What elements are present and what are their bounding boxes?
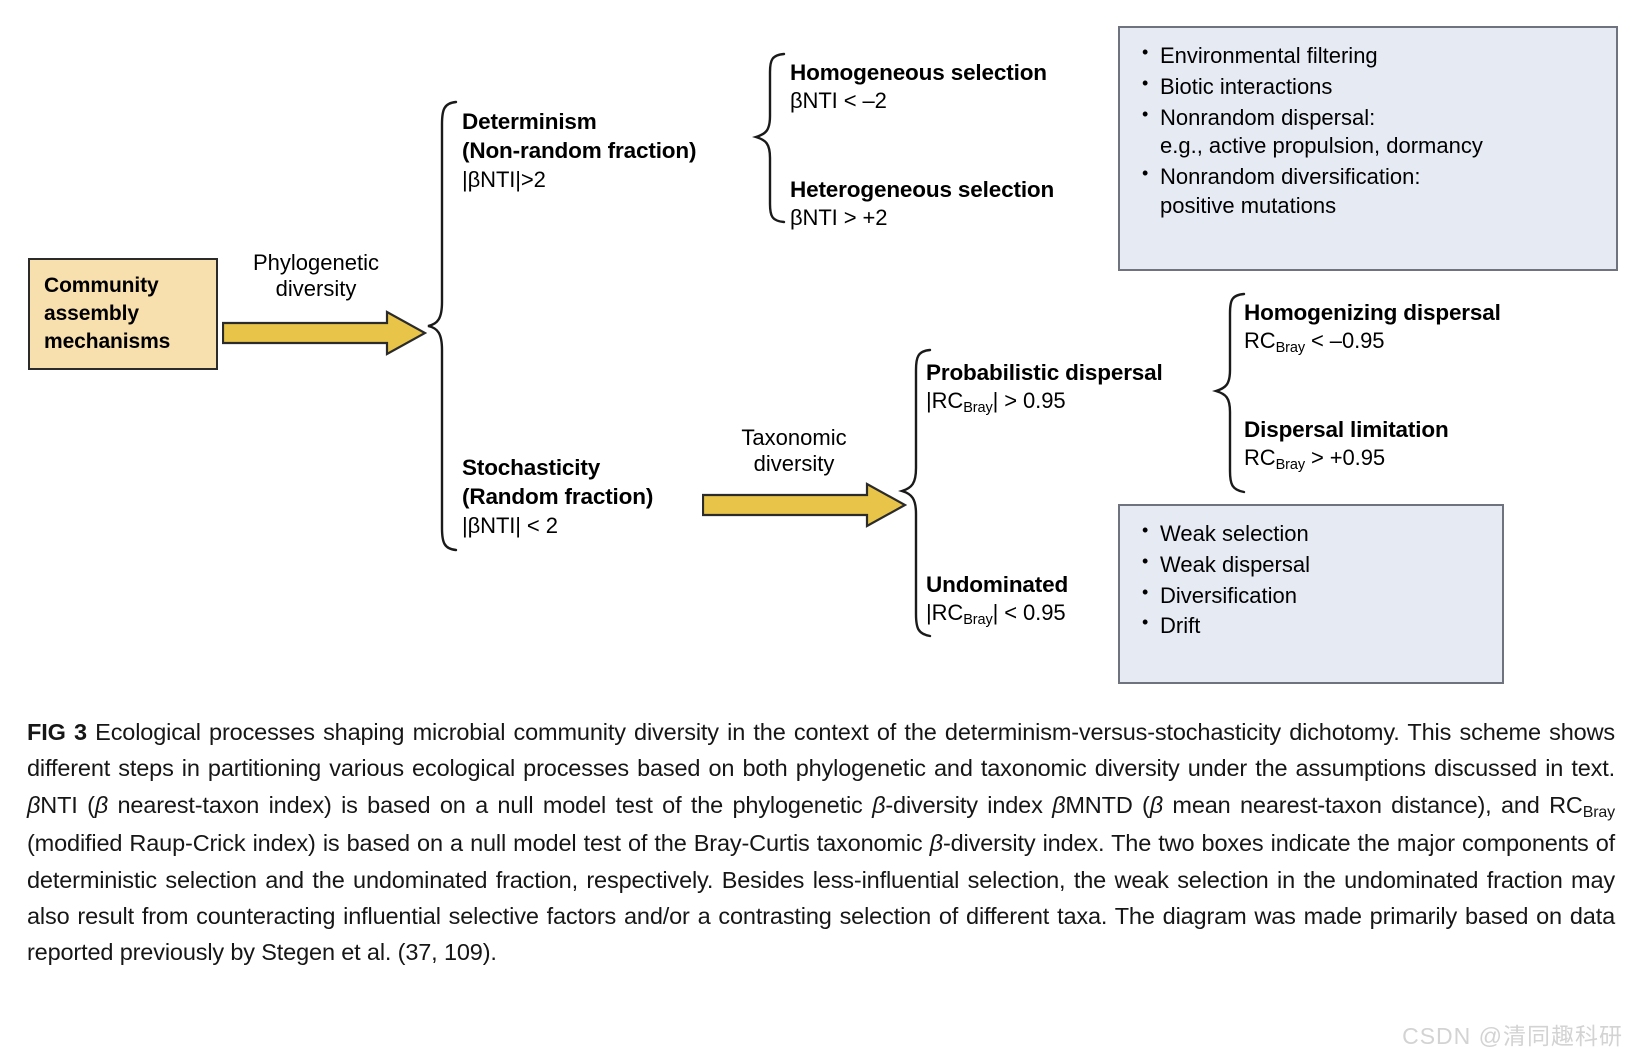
phylo-label-line-2: diversity bbox=[275, 275, 357, 301]
root-line-3: mechanisms bbox=[44, 329, 171, 353]
homogenizing-dispersal-title: Homogenizing dispersal bbox=[1244, 300, 1501, 325]
list-item: Drift bbox=[1138, 611, 1486, 641]
list-item-text: Weak selection bbox=[1160, 521, 1309, 546]
list-item: Environmental filtering bbox=[1138, 41, 1600, 71]
determinism-title-line-2: (Non-random fraction) bbox=[462, 138, 697, 164]
list-item-subtext: positive mutations bbox=[1160, 193, 1337, 219]
undominated-formula: |RCBray| < 0.95 bbox=[926, 599, 1068, 630]
determinism-split-brace bbox=[752, 52, 788, 224]
list-item-text: Environmental filtering bbox=[1160, 43, 1378, 68]
community-assembly-mechanisms-box: Community assembly mechanisms bbox=[28, 258, 218, 370]
list-item-text: Nonrandom dispersal: bbox=[1160, 104, 1376, 130]
phylo-label-line-1: Phylogenetic bbox=[253, 250, 379, 275]
list-item-text: Biotic interactions bbox=[1160, 73, 1333, 99]
hd-formula-pre: RC bbox=[1244, 328, 1276, 354]
list-item: Biotic interactions bbox=[1138, 72, 1600, 102]
list-item: Weak dispersal bbox=[1138, 550, 1486, 580]
taxonomic-diversity-label: Taxonomic diversity bbox=[706, 425, 882, 477]
determinism-formula: |βNTI|>2 bbox=[462, 166, 546, 192]
undominated-components-list: Weak selection Weak dispersal Diversific… bbox=[1138, 519, 1486, 641]
undominated-title: Undominated bbox=[926, 572, 1069, 597]
dl-formula-post: > +0.95 bbox=[1305, 445, 1385, 471]
pd-formula-pre: |RC bbox=[926, 388, 964, 414]
probabilistic-dispersal-formula: |RCBray| > 0.95 bbox=[926, 387, 1163, 418]
stochasticity-title: Stochasticity (Random fraction) bbox=[462, 453, 653, 512]
caption-body: Ecological processes shaping microbial c… bbox=[27, 719, 1616, 966]
taxonomic-diversity-arrow bbox=[702, 482, 907, 528]
taxo-label-line-1: Taxonomic bbox=[741, 425, 847, 450]
list-item-text: Drift bbox=[1160, 613, 1201, 639]
dispersal-limitation-formula: RCBray > +0.95 bbox=[1244, 444, 1449, 475]
probabilistic-dispersal-title: Probabilistic dispersal bbox=[926, 360, 1163, 385]
heterogeneous-selection-formula: βNTI > +2 bbox=[790, 205, 888, 231]
figure-label: FIG 3 bbox=[27, 719, 87, 745]
stochasticity-formula: |βNTI| < 2 bbox=[462, 512, 558, 538]
list-item: Diversification bbox=[1138, 581, 1486, 611]
homogeneous-selection-formula: βNTI < –2 bbox=[790, 88, 887, 114]
dl-formula-sub: Bray bbox=[1275, 457, 1306, 474]
heterogeneous-selection-node: Heterogeneous selection βNTI > +2 bbox=[790, 175, 1054, 233]
deterministic-components-list: Environmental filtering Biotic interacti… bbox=[1138, 41, 1600, 221]
un-formula-post: | < 0.95 bbox=[992, 600, 1066, 626]
root-box-label: Community assembly mechanisms bbox=[30, 272, 170, 355]
determinism-node: Determinism (Non-random fraction) |βNTI|… bbox=[462, 107, 696, 194]
homogeneous-selection-title: Homogeneous selection bbox=[790, 60, 1047, 85]
phylogenetic-diversity-label: Phylogenetic diversity bbox=[228, 250, 404, 302]
list-item-subtext: e.g., active propulsion, dormancy bbox=[1160, 133, 1483, 159]
main-split-brace bbox=[424, 100, 460, 552]
dl-formula-pre: RC bbox=[1244, 445, 1276, 471]
phylogenetic-diversity-arrow bbox=[222, 310, 427, 356]
homogeneous-selection-node: Homogeneous selection βNTI < –2 bbox=[790, 58, 1047, 116]
probabilistic-dispersal-node: Probabilistic dispersal |RCBray| > 0.95 bbox=[926, 358, 1163, 418]
stochasticity-split-brace bbox=[898, 348, 934, 638]
un-formula-pre: |RC bbox=[926, 600, 964, 626]
flow-diagram: Community assembly mechanisms Phylogenet… bbox=[0, 0, 1645, 700]
list-item-text: Diversification bbox=[1160, 582, 1297, 608]
un-formula-sub: Bray bbox=[963, 612, 993, 629]
taxo-label-line-2: diversity bbox=[753, 450, 835, 476]
list-item: Nonrandom dispersal: e.g., active propul… bbox=[1138, 103, 1600, 162]
stochasticity-title-line-1: Stochasticity bbox=[462, 455, 601, 480]
determinism-title-line-1: Determinism bbox=[462, 109, 597, 134]
pd-formula-sub: Bray bbox=[963, 400, 993, 417]
undominated-node: Undominated |RCBray| < 0.95 bbox=[926, 570, 1068, 630]
deterministic-components-box: Environmental filtering Biotic interacti… bbox=[1118, 26, 1618, 271]
homogenizing-dispersal-formula: RCBray < –0.95 bbox=[1244, 327, 1501, 358]
dispersal-limitation-node: Dispersal limitation RCBray > +0.95 bbox=[1244, 415, 1449, 475]
determinism-title: Determinism (Non-random fraction) bbox=[462, 107, 696, 166]
list-item-text: Nonrandom diversification: bbox=[1160, 164, 1421, 190]
list-item-text: Weak dispersal bbox=[1160, 551, 1310, 577]
hd-formula-post: < –0.95 bbox=[1305, 328, 1385, 354]
root-line-1: Community bbox=[44, 274, 159, 298]
figure-caption: FIG 3 Ecological processes shaping micro… bbox=[27, 714, 1615, 970]
hd-formula-sub: Bray bbox=[1275, 340, 1306, 357]
dispersal-limitation-title: Dispersal limitation bbox=[1244, 417, 1449, 442]
stochasticity-node: Stochasticity (Random fraction) |βNTI| <… bbox=[462, 453, 653, 540]
csdn-watermark: CSDN @清同趣科研 bbox=[1402, 1023, 1623, 1049]
homogenizing-dispersal-node: Homogenizing dispersal RCBray < –0.95 bbox=[1244, 298, 1501, 358]
root-line-2: assembly bbox=[44, 302, 139, 326]
pd-formula-post: | > 0.95 bbox=[992, 388, 1066, 414]
heterogeneous-selection-title: Heterogeneous selection bbox=[790, 177, 1055, 202]
dispersal-split-brace bbox=[1212, 292, 1248, 494]
undominated-components-box: Weak selection Weak dispersal Diversific… bbox=[1118, 504, 1504, 684]
list-item: Nonrandom diversification: positive muta… bbox=[1138, 162, 1600, 221]
list-item: Weak selection bbox=[1138, 519, 1486, 549]
stochasticity-title-line-2: (Random fraction) bbox=[462, 484, 654, 510]
